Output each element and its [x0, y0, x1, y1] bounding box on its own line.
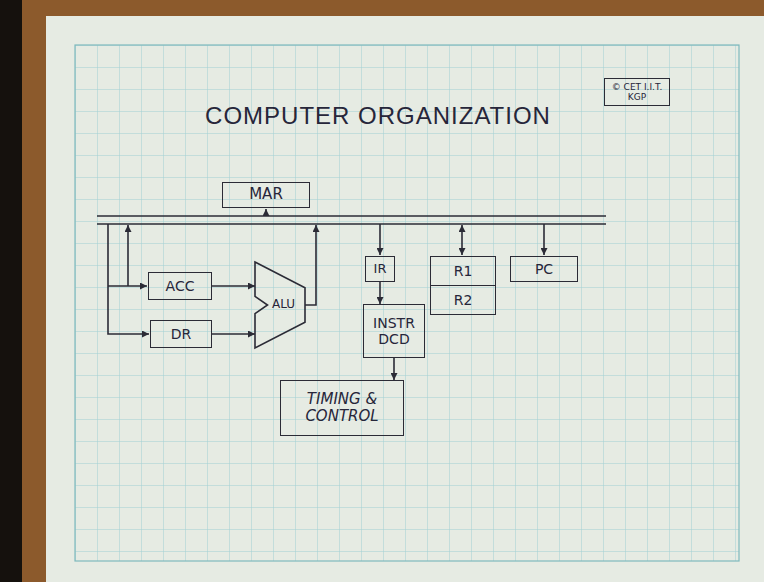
- node-label: IR: [374, 262, 387, 277]
- node-label: PC: [535, 261, 553, 277]
- node-label: ACC: [166, 278, 195, 294]
- register-box: ACC: [148, 272, 212, 300]
- node-label: DR: [171, 326, 192, 342]
- connector-arrow: [212, 285, 255, 287]
- register-box: R2: [430, 285, 496, 315]
- bus-to-pc-wire: [543, 224, 545, 255]
- register-box: IR: [365, 256, 395, 282]
- register-box: DR: [150, 320, 212, 348]
- grid-area: [75, 45, 739, 561]
- node-label: INSTR DCD: [367, 315, 421, 347]
- alu-to-bus-wire: [305, 225, 316, 305]
- watermark-box: © CET I.I.T. KGP: [604, 78, 670, 106]
- node-label: R2: [454, 292, 473, 308]
- wooden-frame: [22, 0, 46, 582]
- control-box: TIMING & CONTROL: [280, 380, 404, 436]
- alu-shape: ALU: [255, 262, 305, 348]
- decoder-box: INSTR DCD: [363, 304, 425, 358]
- connector-arrow: [393, 358, 395, 380]
- wooden-frame: [22, 0, 764, 16]
- connector-arrow: [379, 282, 381, 304]
- alu-outline-path: [255, 262, 305, 348]
- diagram-title: COMPUTER ORGANIZATION: [178, 102, 578, 130]
- register-box: R1: [430, 256, 496, 286]
- dark-edge: [0, 0, 22, 582]
- node-label: ALU: [272, 298, 295, 312]
- bus-wires: [97, 209, 606, 334]
- register-box: PC: [510, 256, 578, 282]
- node-label: R1: [454, 263, 473, 279]
- node-label: © CET I.I.T. KGP: [608, 82, 666, 103]
- acc-to-bus-wire: [127, 225, 129, 286]
- bus-to-mar-wire: [265, 209, 267, 216]
- node-label: MAR: [249, 186, 283, 203]
- bus-to-dr-wire: [108, 224, 149, 334]
- bus-line: [97, 215, 606, 217]
- bus-r1-wire: [461, 225, 463, 255]
- register-box: MAR: [222, 182, 310, 208]
- bus-line: [97, 223, 606, 225]
- paper-sheet: [46, 16, 764, 582]
- node-label: TIMING & CONTROL: [284, 391, 400, 426]
- connector-arrow: [212, 333, 255, 335]
- bus-to-ir-wire: [379, 224, 381, 255]
